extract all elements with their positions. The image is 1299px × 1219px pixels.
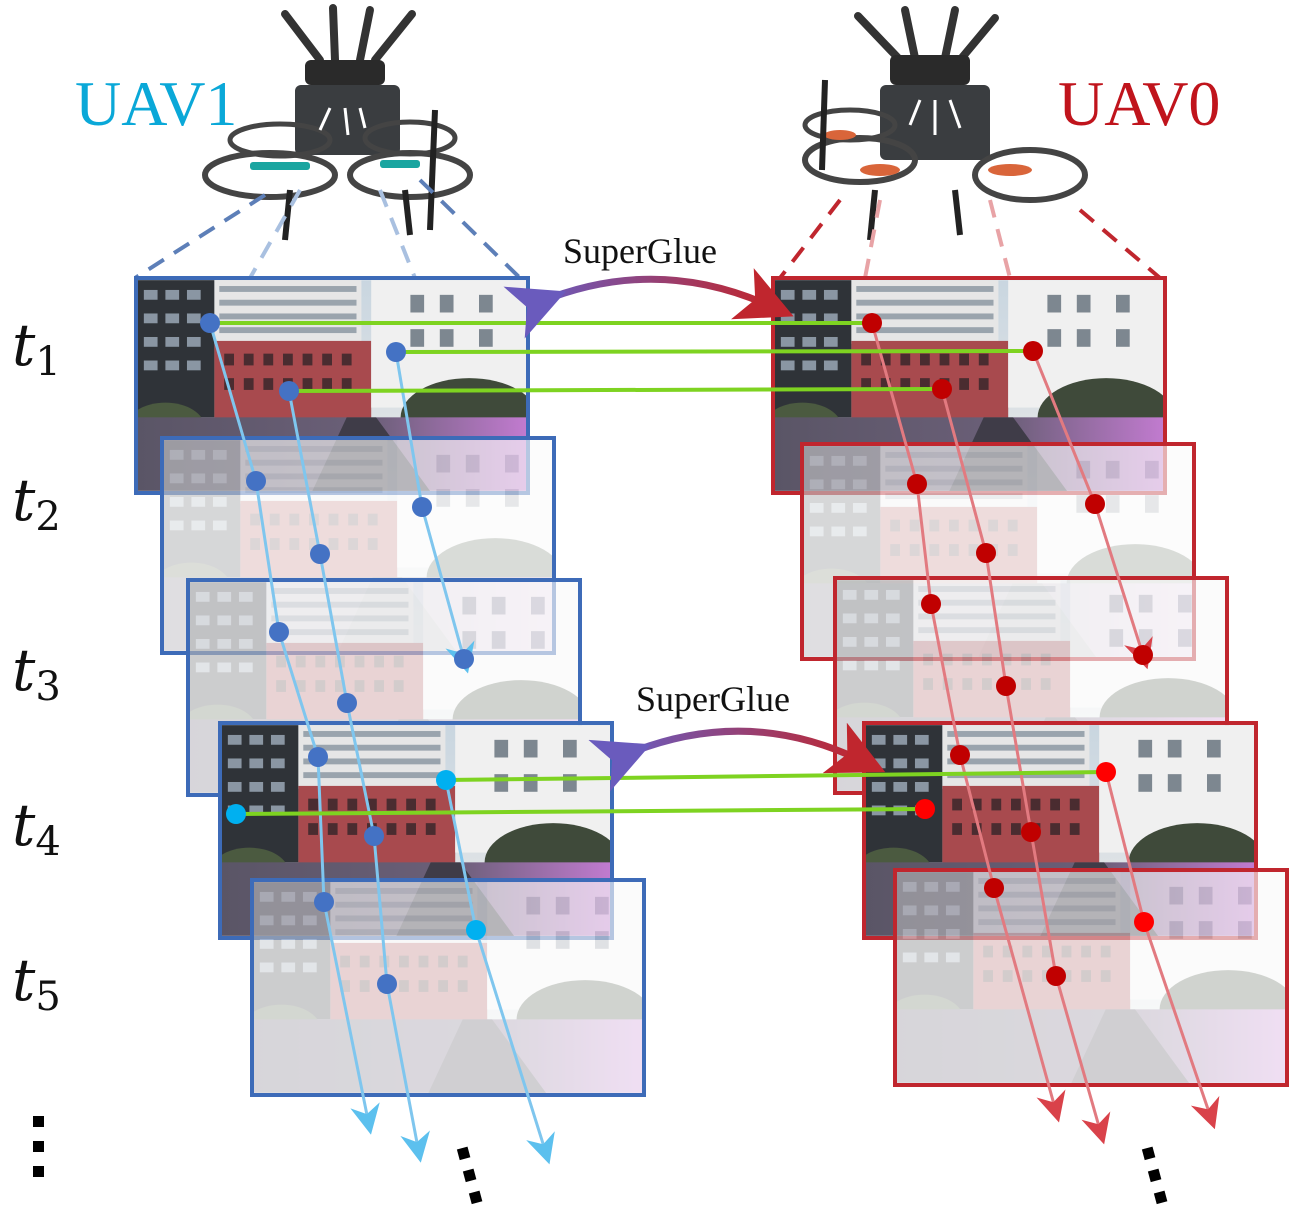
uav0-matched-keypoints	[915, 762, 1154, 932]
time-label-t3: t3	[12, 636, 61, 710]
uav1-frame-stack	[134, 276, 646, 1097]
uav1-drone-icon	[202, 4, 473, 241]
time-label-t2: t2	[12, 466, 61, 540]
time-labels: t1 t2 t3 t4 t5	[12, 311, 61, 1020]
superglue-label-top: SuperGlue	[563, 231, 717, 271]
time-label-t1: t1	[12, 311, 61, 385]
superglue-bottom: SuperGlue	[588, 679, 886, 792]
time-label-t5: t5	[12, 946, 61, 1020]
uav1-camera-projection	[133, 178, 522, 280]
ellipsis-icon	[33, 1116, 1168, 1205]
uav1-frame-t5	[250, 878, 646, 1097]
uav0-label: UAV0	[1058, 68, 1220, 139]
uav1-matched-keypoints	[226, 770, 486, 940]
superglue-top: SuperGlue	[503, 231, 794, 339]
uav1-keypoints	[200, 313, 474, 994]
uav0-frame-stack	[771, 276, 1289, 1087]
superglue-label-bottom: SuperGlue	[636, 679, 790, 719]
uav0-keypoints	[862, 313, 1153, 986]
time-label-t4: t4	[12, 791, 61, 865]
uav0-drone-icon	[802, 6, 1088, 241]
uav0-camera-projection	[778, 198, 1162, 280]
uav1-label: UAV1	[75, 68, 237, 139]
uav0-frame-t5	[893, 868, 1289, 1087]
